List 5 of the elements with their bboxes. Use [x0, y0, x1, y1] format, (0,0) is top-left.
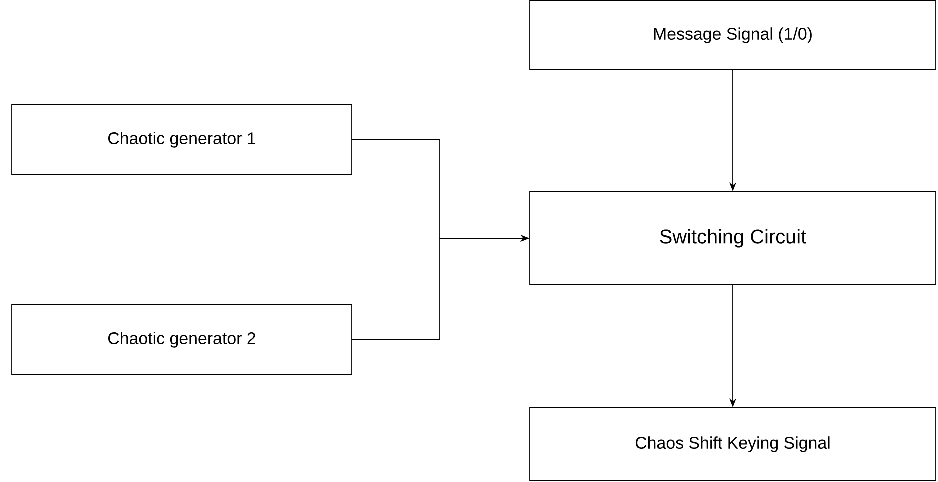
process-box: Message Signal (1/0)	[530, 0, 936, 70]
process-box: Chaotic generator 1	[12, 104, 352, 176]
process-box: Chaotic generator 2	[12, 304, 352, 376]
process-box: Chaos Shift Keying Signal	[530, 408, 936, 482]
process-box: Switching Circuit	[530, 192, 936, 286]
